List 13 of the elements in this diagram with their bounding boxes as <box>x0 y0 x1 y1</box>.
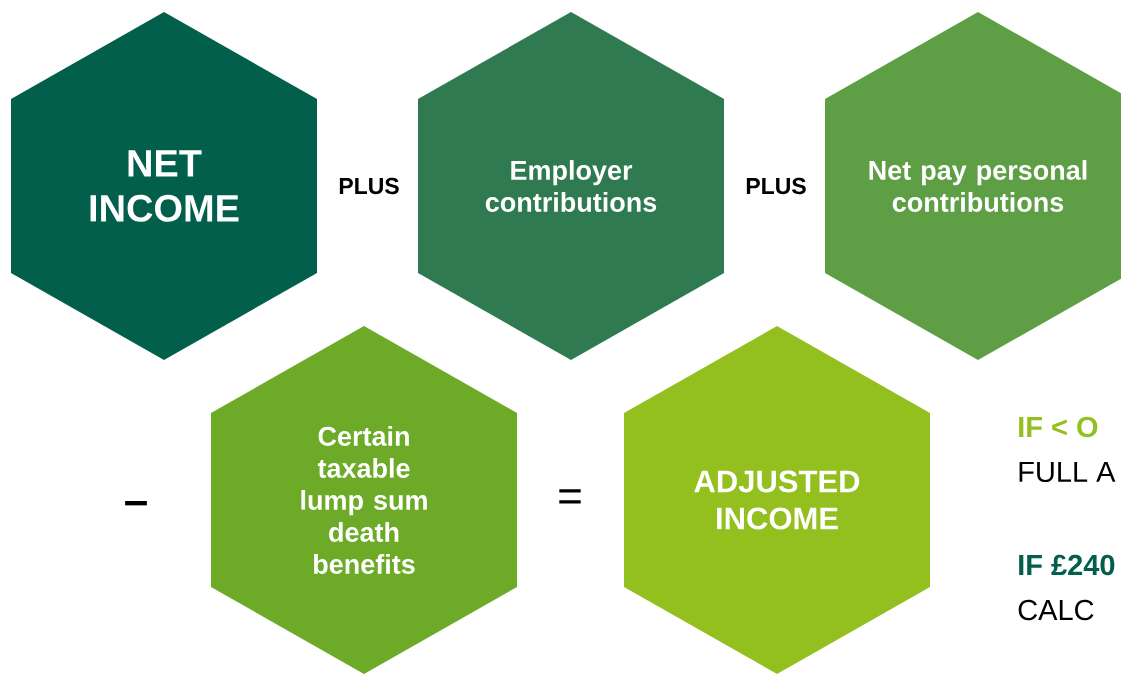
equals-sign: = <box>559 489 581 504</box>
operator-text: PLUS <box>339 177 399 195</box>
minus-sign: – <box>125 501 147 506</box>
hexagon: NET INCOME <box>11 12 317 360</box>
hexagon: ADJUSTED INCOME <box>624 326 930 674</box>
hexagon: Employer contributions <box>418 12 724 360</box>
operator-text: PLUS <box>746 177 806 195</box>
hexagon: Net pay personal contributions <box>825 12 1121 360</box>
condition-text: IF < O <box>1019 416 1098 438</box>
result-text: CALC <box>1018 599 1094 621</box>
hexagon: Certain taxable lump sum death benefits <box>211 326 517 674</box>
condition-text: IF £240 <box>1019 554 1115 576</box>
result-text: FULL A <box>1019 461 1116 483</box>
